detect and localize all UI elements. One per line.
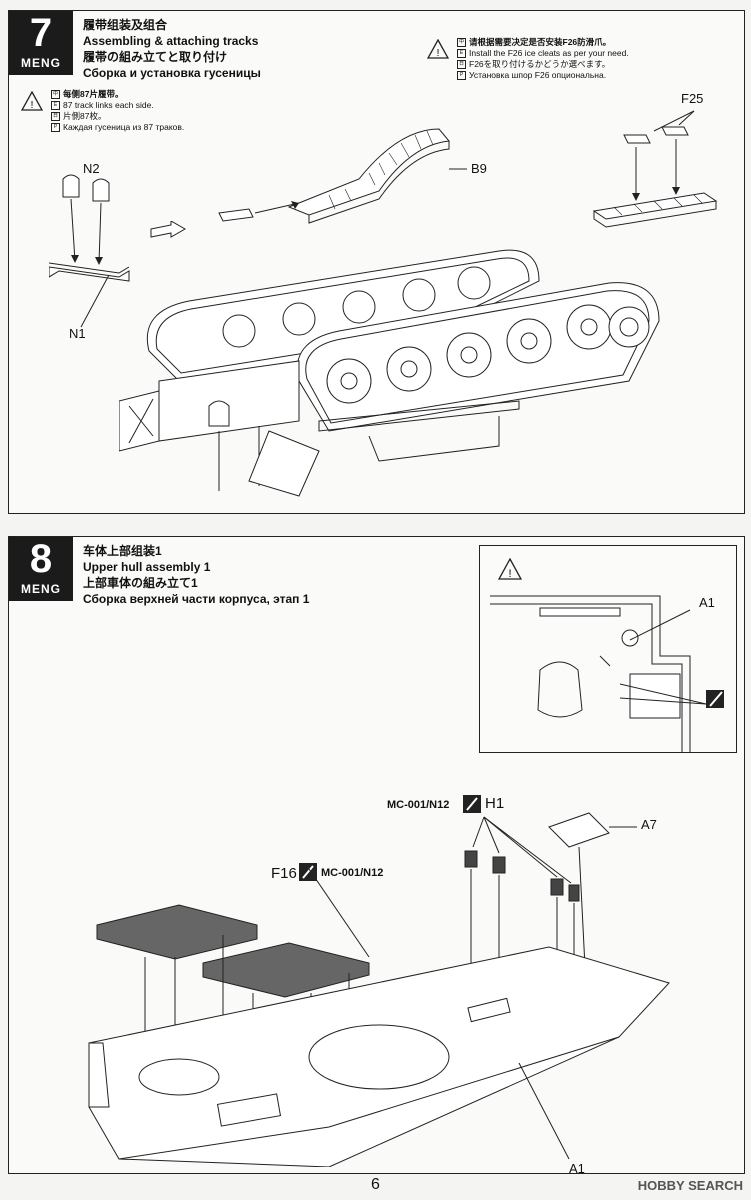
note-left-ru: Каждая гусеница из 87 траков. [63, 122, 185, 132]
part-label-f16: F16 [271, 865, 297, 882]
detail-inset: ! [479, 545, 737, 753]
step-8-brand: MENG [21, 582, 61, 596]
step-8-number: 8 [29, 537, 53, 581]
note-left-cn: 每侧87片履带。 [63, 89, 124, 99]
note-right-ru: Установка шпор F26 опциональна. [469, 70, 607, 80]
part-label-n2: N2 [83, 161, 100, 176]
step-7-number: 7 [29, 11, 53, 55]
n2-parts-drawing [49, 174, 130, 282]
watermark-logo: HOBBY SEARCH [637, 1178, 743, 1193]
step-8-title-jp: 上部車体の組み立て1 [83, 576, 198, 590]
step-7-title-ru: Сборка и установка гусеницы [83, 66, 261, 80]
note-right-cn: 请根据需要决定是否安装F26防滑爪。 [469, 37, 612, 47]
upper-hull-assembly-drawing [88, 812, 670, 1167]
part-label-a1-top: A1 [699, 595, 715, 610]
step-8-panel: 8 MENG 车体上部组装1 Upper hull assembly 1 上部車… [8, 536, 745, 1176]
f25-ice-cleats-drawing [592, 110, 718, 228]
note-right-jp: F26を取り付けるかどうか選べます。 [469, 59, 611, 69]
note-right-en: Install the F26 ice cleats as per your n… [469, 48, 629, 58]
svg-text:!: ! [31, 100, 34, 111]
step-7-panel: 7 MENG 履带组装及组合 Assembling & attaching tr… [8, 10, 745, 514]
step-8-titles: 车体上部组装1 Upper hull assembly 1 上部車体の組み立て1… [83, 543, 309, 607]
part-label-b9: B9 [471, 161, 487, 176]
paint-code-f16: MC-001/N12 [321, 867, 384, 879]
warning-icon: ! [427, 39, 449, 59]
warning-icon: ! [498, 558, 522, 580]
hull-tracks-assembly-drawing [119, 249, 660, 497]
warning-icon: ! [21, 91, 43, 111]
part-label-h1: H1 [485, 795, 505, 812]
step-7-brand: MENG [21, 56, 61, 70]
brush-paint-icon [463, 795, 481, 813]
brush-paint-icon [299, 863, 317, 881]
note-left-en: 87 track links each side. [63, 100, 154, 110]
part-label-f25: F25 [681, 91, 704, 106]
svg-text:!: ! [508, 568, 511, 580]
svg-text:!: ! [437, 48, 440, 59]
n1-leader-line [80, 274, 110, 328]
b9-track-run-drawing [218, 128, 467, 224]
part-label-n1: N1 [69, 326, 86, 341]
step-7-badge: 7 MENG [9, 11, 73, 75]
step-7-title-jp: 履帯の組み立てと取り付け [83, 50, 228, 64]
inset-hull-detail-drawing [490, 595, 724, 752]
step-7-title-en: Assembling & attaching tracks [83, 34, 259, 48]
right-arrow-icon [150, 221, 187, 238]
note-left-jp: 片側87枚。 [63, 111, 107, 121]
page-number: 6 [371, 1176, 380, 1193]
step-8-title-ru: Сборка верхней части корпуса, этап 1 [83, 592, 310, 606]
part-label-a7: A7 [641, 817, 657, 832]
part-label-a1-bottom: A1 [569, 1161, 585, 1176]
step-8-badge: 8 MENG [9, 537, 73, 601]
step-7-title-cn: 履带组装及组合 [83, 18, 168, 32]
paint-code-h1: MC-001/N12 [387, 799, 450, 811]
step-8-title-cn: 车体上部组装1 [83, 544, 162, 558]
step-8-title-en: Upper hull assembly 1 [83, 560, 211, 574]
step-7-titles: 履带组装及组合 Assembling & attaching tracks 履帯… [83, 17, 261, 81]
